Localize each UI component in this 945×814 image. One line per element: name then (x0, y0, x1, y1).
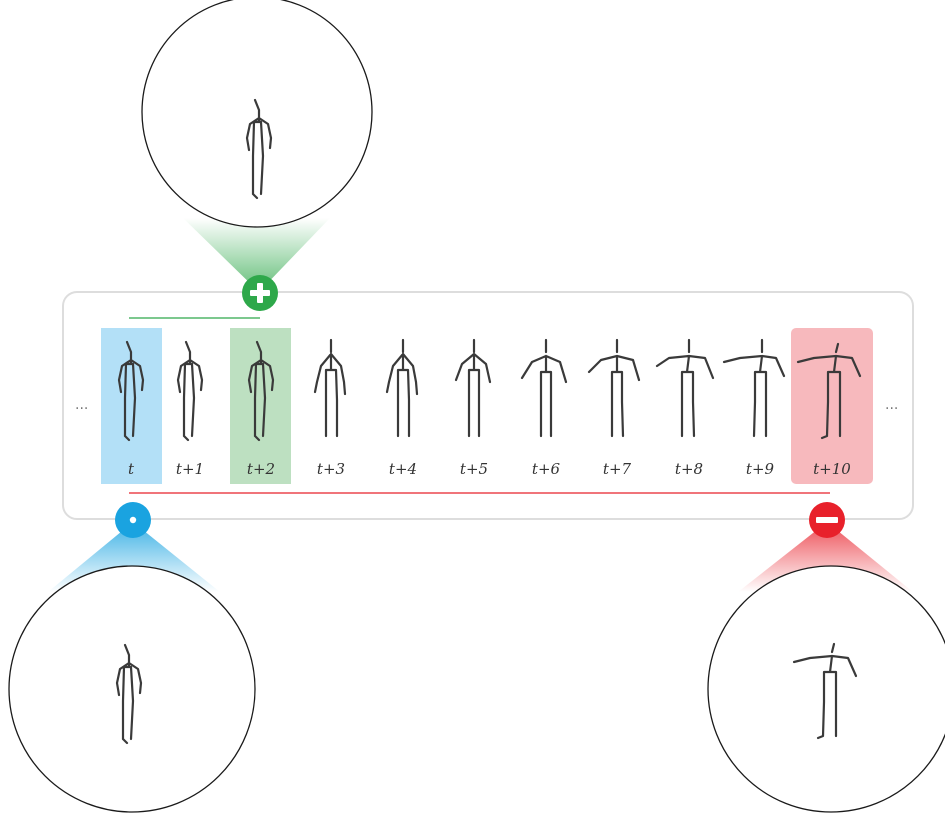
frame-label: t+2 (247, 460, 275, 478)
sequence-panel (63, 292, 913, 519)
frame-label: t+5 (460, 460, 488, 478)
frame-label: t+3 (317, 460, 345, 478)
frame-label: t+7 (603, 460, 632, 478)
frame-label: t+4 (389, 460, 417, 478)
negative-zoom-circle (708, 566, 945, 812)
positive-marker (242, 275, 278, 311)
frame-label: t+10 (813, 460, 851, 478)
frame-label: t (128, 460, 135, 478)
frame-label: t+9 (746, 460, 775, 478)
positive-zoom-circle (142, 0, 372, 227)
right-ellipsis: ... (885, 397, 898, 413)
frame-label: t+6 (532, 460, 561, 478)
negative-marker (809, 502, 845, 538)
frame-label: t+1 (176, 460, 204, 478)
frame-label: t+8 (675, 460, 703, 478)
anchor-marker (115, 502, 151, 538)
left-ellipsis: ... (75, 397, 88, 413)
